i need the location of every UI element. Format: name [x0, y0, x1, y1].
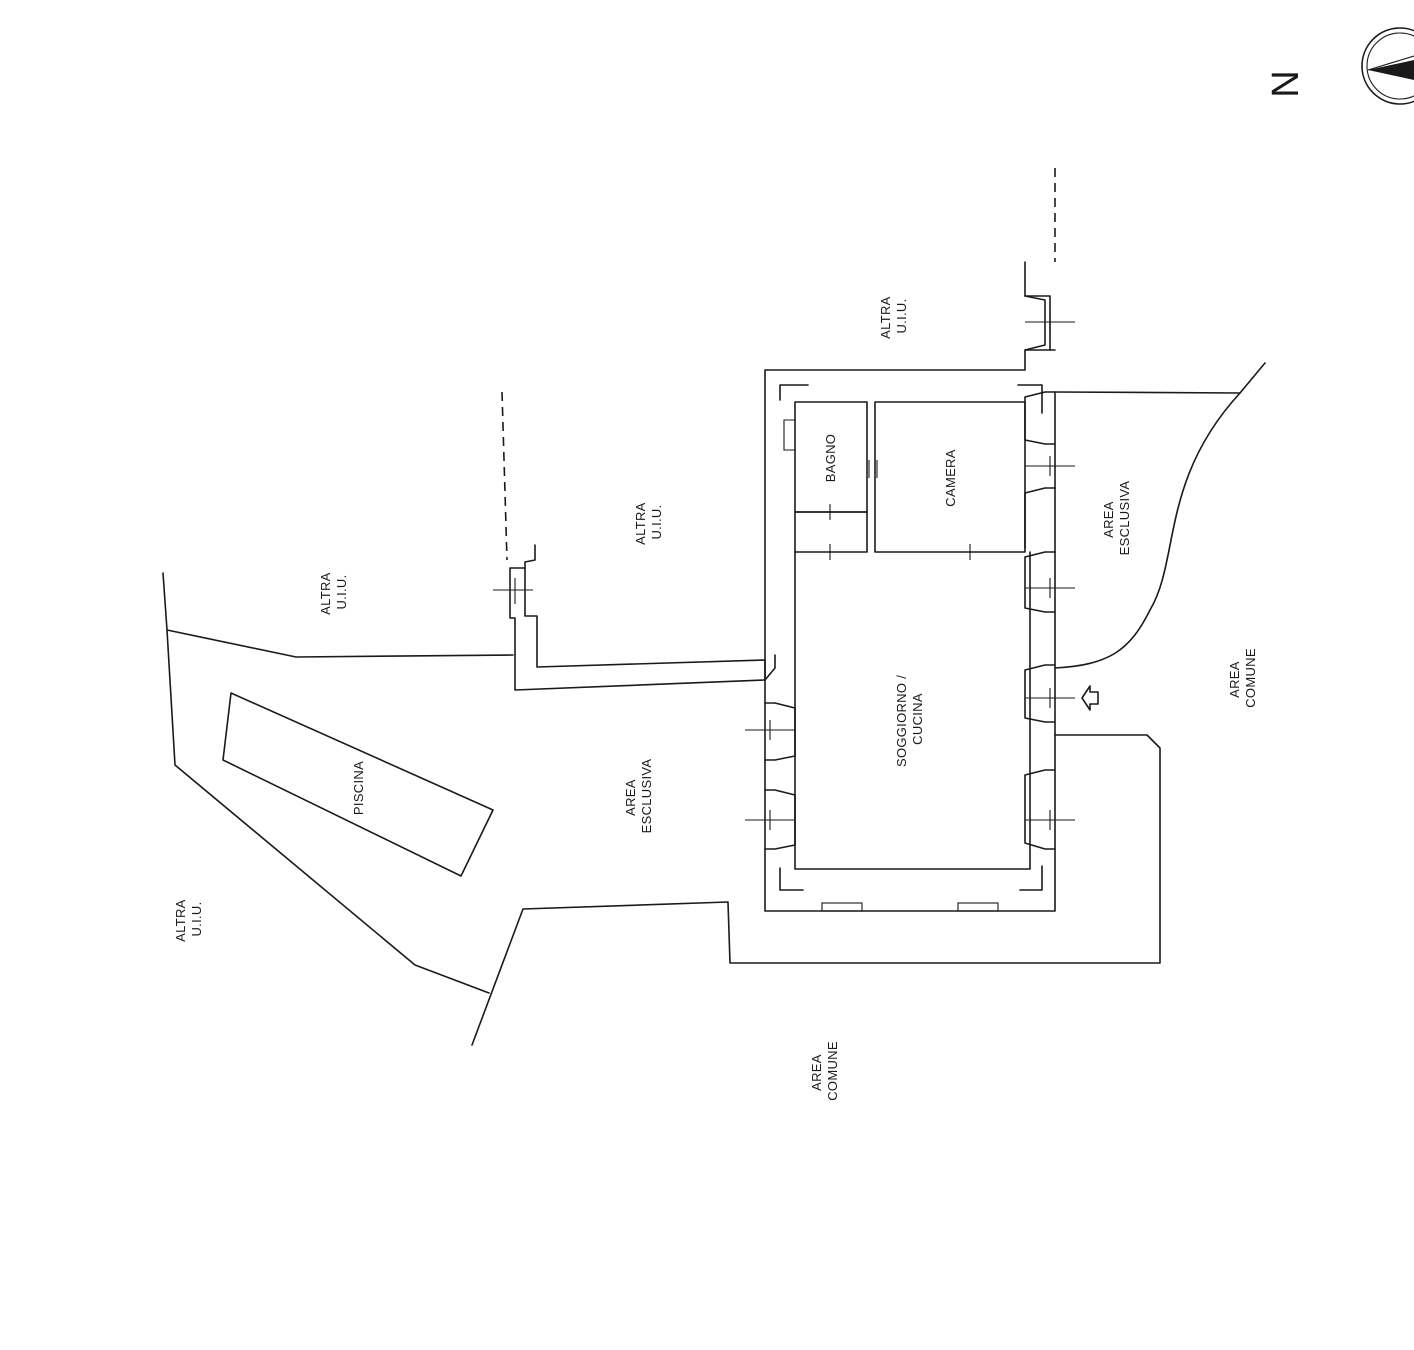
label-camera: CAMERA	[943, 449, 958, 506]
label-altra-bottom: ALTRA U.I.U.	[173, 896, 204, 942]
label-area-comune-bottom: AREA COMUNE	[809, 1041, 840, 1101]
labels: ALTRA U.I.U. ALTRA U.I.U. ALTRA U.I.U. A…	[173, 293, 1258, 1101]
label-soggiorno: SOGGIORNO / CUCINA	[894, 671, 925, 767]
label-altra-left: ALTRA U.I.U.	[318, 569, 349, 615]
label-altra-top: ALTRA U.I.U.	[878, 293, 909, 339]
pool-outline	[222, 692, 494, 877]
label-area-comune-right: AREA COMUNE	[1227, 648, 1258, 708]
interior-partitions	[745, 312, 1075, 830]
entrance-arrow-icon	[1081, 685, 1099, 711]
label-altra-mid: ALTRA U.I.U.	[633, 499, 664, 545]
building-walls	[764, 261, 1056, 912]
label-area-esclusiva-left: AREA ESCLUSIVA	[623, 759, 654, 834]
west-wing-walls	[493, 544, 776, 691]
compass-icon	[1361, 27, 1414, 105]
label-area-esclusiva-right: AREA ESCLUSIVA	[1101, 481, 1132, 556]
label-piscina: PISCINA	[351, 761, 366, 815]
property-boundaries	[162, 168, 1266, 1046]
label-bagno: BAGNO	[823, 434, 838, 482]
north-letter: N	[1265, 70, 1307, 97]
